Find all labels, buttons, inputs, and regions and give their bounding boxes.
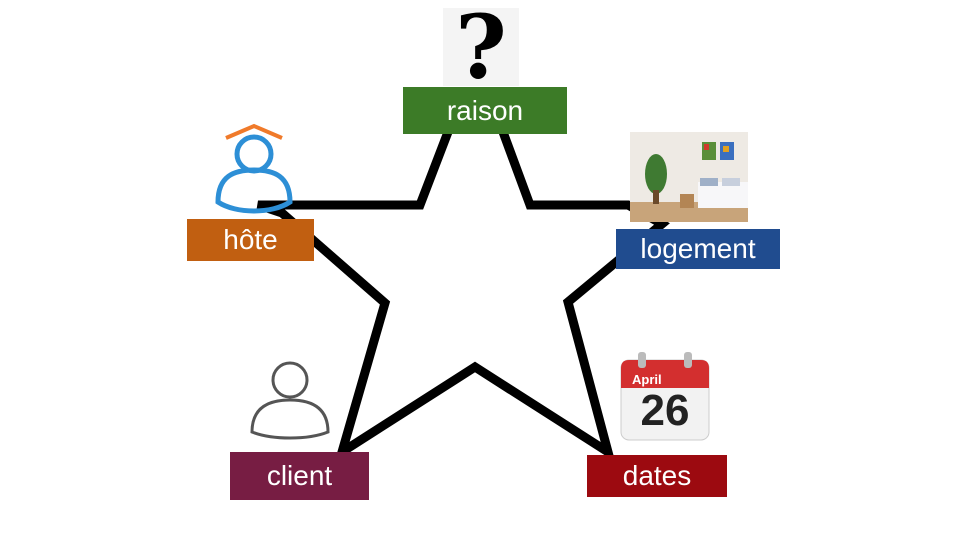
- label-client: client: [230, 452, 369, 500]
- bedroom-photo: [630, 132, 748, 222]
- label-logement: logement: [616, 229, 780, 269]
- question-mark-icon: ?: [443, 0, 519, 99]
- host-user-icon: [215, 123, 293, 214]
- calendar-icon: April 26: [618, 350, 712, 442]
- label-dates: dates: [587, 455, 727, 497]
- question-glyph: ?: [455, 0, 507, 99]
- calendar-day: 26: [640, 386, 690, 435]
- label-hote: hôte: [187, 219, 314, 261]
- user-outline-icon: [250, 361, 330, 440]
- label-raison: raison: [403, 87, 567, 134]
- calendar-month: April: [632, 372, 662, 387]
